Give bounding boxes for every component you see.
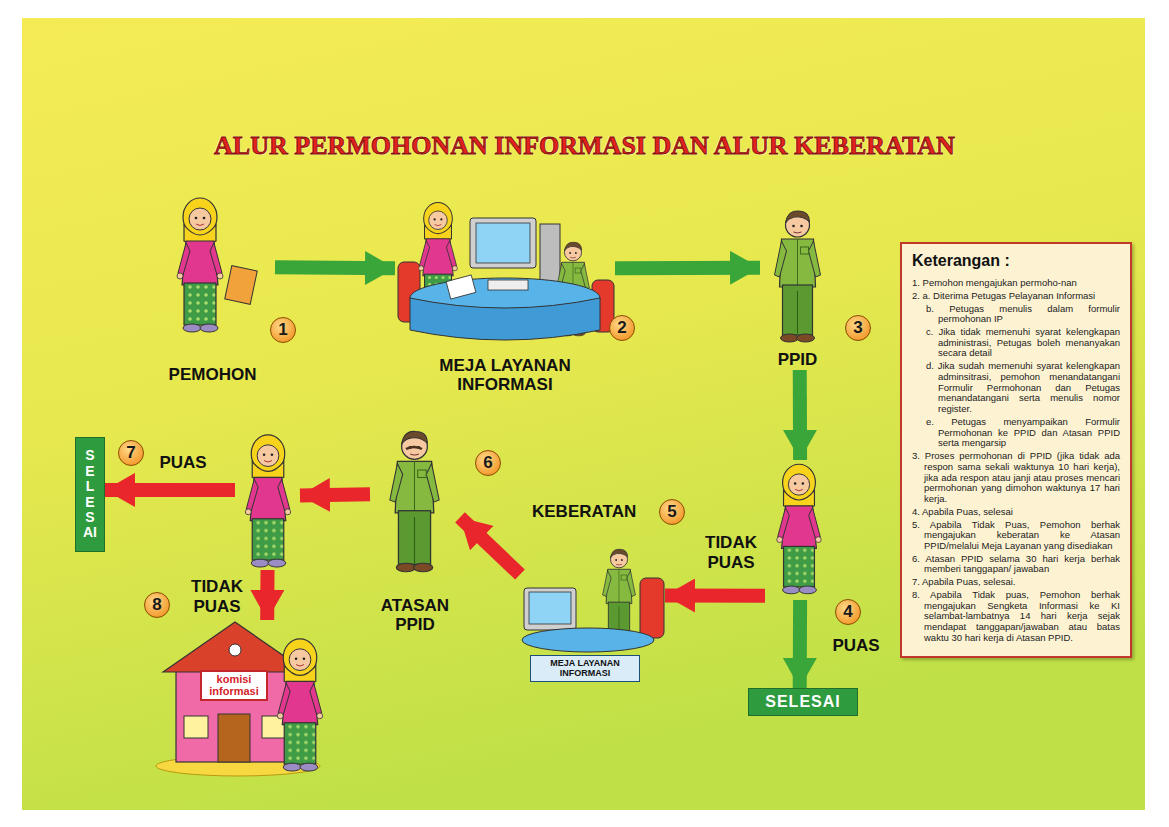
applicant-figure	[245, 435, 290, 567]
supervisor-figure	[390, 431, 439, 571]
node-label: MEJA LAYANAN INFORMASI	[530, 655, 640, 682]
figure-node: PPID	[760, 205, 835, 370]
note-text: d. Jika sudah memenuhi syarat kelengkapa…	[912, 361, 1120, 415]
edge-label: TIDAK PUAS	[700, 533, 762, 572]
flow-arrow	[460, 517, 520, 574]
callout-number: 2	[609, 315, 635, 341]
note-text: 7. Apabila Puas, selesai.	[912, 577, 1120, 588]
node-label: PEMOHON	[169, 365, 257, 385]
mustache	[406, 447, 422, 449]
note-text: 1. Pemohon mengajukan permoho-nan	[912, 278, 1120, 289]
note-text: 5. Apabila Tidak Puas, Pemohon berhak me…	[912, 520, 1120, 552]
node-label: SELESAI	[765, 693, 840, 711]
end-box: SELESAI	[75, 437, 105, 552]
edge-label: PUAS	[154, 453, 212, 473]
folder	[225, 266, 258, 305]
callout-number: 8	[144, 592, 170, 618]
flow-arrow	[793, 600, 807, 688]
flow-arrow	[665, 589, 765, 603]
edge-label: TIDAK PUAS	[185, 577, 249, 616]
note-text: Keterangan :	[912, 252, 1120, 270]
commission-node: komisi informasi	[165, 620, 305, 775]
note-text: 8. Apabila Tidak puas, Pemohon berhak me…	[912, 590, 1120, 644]
ppid-figure	[775, 211, 821, 342]
note-text: 6. Atasan PPID selama 30 hari kerja berh…	[912, 554, 1120, 575]
node-label: ATASAN PPID	[370, 596, 460, 635]
applicant-figure	[177, 198, 223, 332]
note-text: e. Petugas menyampaikan Formulir Permoho…	[912, 417, 1120, 449]
figure-node: 4	[765, 460, 830, 600]
note-text: c. Jika tidak memenuhi syarat kelengkapa…	[912, 327, 1120, 359]
step-label: KEBERATAN	[532, 502, 636, 522]
flow-arrow	[260, 570, 274, 620]
flow-arrow	[105, 483, 235, 497]
callout-number: 4	[835, 599, 861, 625]
note-text: 4. Apabila Puas, selesai	[912, 507, 1120, 518]
edge-label: PUAS	[826, 636, 886, 656]
callout-number: 5	[659, 499, 685, 525]
node-label: komisi informasi	[200, 670, 268, 701]
diagram-title: ALUR PERMOHONAN INFORMASI DAN ALUR KEBER…	[0, 131, 1169, 161]
node-label: PPID	[778, 350, 818, 370]
service-desk-scene	[522, 549, 664, 652]
callout-number: 1	[270, 317, 296, 343]
figure-node: PEMOHON	[150, 195, 275, 385]
callout-number: 3	[845, 315, 871, 341]
node-label: SELESAI	[83, 448, 97, 540]
callout-number: 6	[475, 450, 501, 476]
applicant-figure	[777, 464, 821, 594]
callout-number: 7	[118, 440, 144, 466]
flow-arrow	[615, 261, 760, 276]
applicant-figure	[277, 639, 322, 771]
flow-arrow	[793, 370, 807, 460]
note-text: 2. a. Diterima Petugas Pelayanan Informa…	[912, 291, 1120, 302]
note-text: 3. Proses permohonan di PPID (jika tidak…	[912, 451, 1120, 505]
legend-panel: Keterangan : 1. Pemohon mengajukan permoh…	[900, 242, 1132, 658]
note-text: b. Petugas menulis dalam formulir permoh…	[912, 304, 1120, 325]
figure-node: ATASAN PPID	[370, 425, 460, 635]
end-box: SELESAI	[748, 688, 858, 716]
figure-node: MEJA LAYANAN INFORMASI	[395, 200, 615, 395]
service-desk-scene	[398, 203, 614, 340]
node-label: MEJA LAYANAN INFORMASI	[418, 356, 593, 395]
figure-node: 7	[235, 432, 300, 570]
flow-arrow	[275, 267, 395, 268]
flow-arrow	[300, 494, 370, 495]
service-desk-node: MEJA LAYANAN INFORMASI	[520, 540, 665, 690]
